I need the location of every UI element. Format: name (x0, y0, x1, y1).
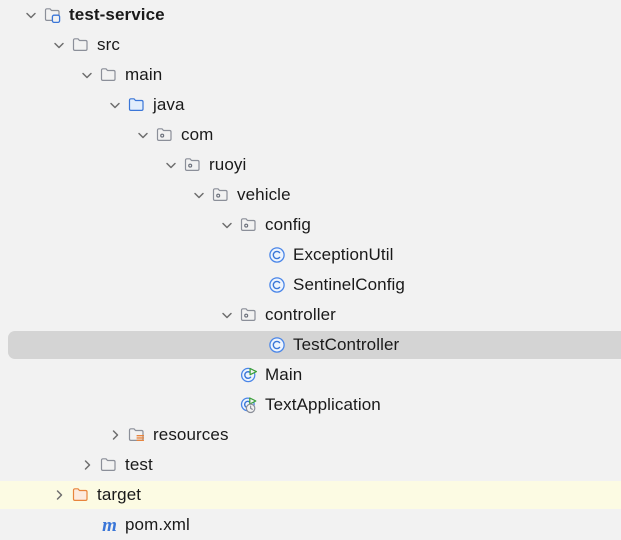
tree-row-content: controller (0, 300, 336, 330)
tree-row[interactable]: m pom.xml (0, 510, 621, 540)
expander-spacer (76, 510, 98, 540)
tree-row-content: SentinelConfig (0, 270, 405, 300)
tree-row-content: ruoyi (0, 150, 246, 180)
maven-pom-icon: m (102, 514, 117, 536)
tree-row-label: ruoyi (209, 155, 247, 174)
tree-row[interactable]: target (0, 480, 621, 510)
tree-row-label: Main (265, 365, 303, 384)
java-class-icon (266, 334, 288, 356)
tree-row-content: TestController (0, 330, 399, 360)
tree-row-content: target (0, 480, 141, 510)
tree-row[interactable]: resources (0, 420, 621, 450)
tree-row[interactable]: Main (0, 360, 621, 390)
expander-spacer (244, 240, 266, 270)
excluded-folder-icon (70, 484, 92, 506)
tree-row-label: SentinelConfig (293, 275, 405, 294)
tree-row-label: vehicle (237, 185, 291, 204)
tree-row-label: java (153, 95, 185, 114)
package-icon (238, 304, 260, 326)
tree-row[interactable]: vehicle (0, 180, 621, 210)
tree-row-content: main (0, 60, 162, 90)
package-icon (154, 124, 176, 146)
expander-spacer (216, 390, 238, 420)
tree-row-content: src (0, 30, 120, 60)
spring-boot-class-runnable-icon (238, 394, 260, 416)
module-folder-icon (42, 4, 64, 26)
tree-row-label: config (265, 215, 311, 234)
tree-row-label: pom.xml (125, 515, 190, 534)
tree-row[interactable]: TestController (0, 330, 621, 360)
folder-icon (98, 64, 120, 86)
tree-row-label: resources (153, 425, 229, 444)
tree-row-content: resources (0, 420, 229, 450)
tree-row-content: ExceptionUtil (0, 240, 394, 270)
tree-row[interactable]: ruoyi (0, 150, 621, 180)
tree-row-content: com (0, 120, 213, 150)
tree-row[interactable]: main (0, 60, 621, 90)
chevron-right-icon[interactable] (76, 450, 98, 480)
chevron-down-icon[interactable] (132, 120, 154, 150)
tree-row[interactable]: com (0, 120, 621, 150)
tree-row-label: test (125, 455, 153, 474)
package-icon (238, 214, 260, 236)
chevron-down-icon[interactable] (216, 300, 238, 330)
tree-row-label: src (97, 35, 120, 54)
sources-root-folder-icon (126, 94, 148, 116)
tree-row-content: vehicle (0, 180, 291, 210)
tree-row-content: m pom.xml (0, 510, 190, 540)
tree-row-label: test-service (69, 5, 165, 24)
tree-row-label: target (97, 485, 142, 504)
tree-row-label: ExceptionUtil (293, 245, 394, 264)
package-icon (210, 184, 232, 206)
row-excluded-highlight (0, 481, 621, 509)
tree-row-content: Main (0, 360, 302, 390)
expander-spacer (216, 360, 238, 390)
folder-icon (98, 454, 120, 476)
chevron-down-icon[interactable] (48, 30, 70, 60)
tree-row[interactable]: TextApplication (0, 390, 621, 420)
chevron-down-icon[interactable] (104, 90, 126, 120)
tree-row-content: config (0, 210, 311, 240)
tree-row[interactable]: test (0, 450, 621, 480)
resources-root-folder-icon (126, 424, 148, 446)
tree-row[interactable]: SentinelConfig (0, 270, 621, 300)
tree-row-label: TestController (293, 335, 400, 354)
java-class-icon (266, 274, 288, 296)
tree-row[interactable]: src (0, 30, 621, 60)
chevron-down-icon[interactable] (216, 210, 238, 240)
chevron-down-icon[interactable] (20, 0, 42, 30)
chevron-down-icon[interactable] (160, 150, 182, 180)
tree-row-content: test (0, 450, 153, 480)
java-class-runnable-icon (238, 364, 260, 386)
tree-row-label: TextApplication (265, 395, 381, 414)
chevron-down-icon[interactable] (188, 180, 210, 210)
tree-row[interactable]: ExceptionUtil (0, 240, 621, 270)
tree-row-label: com (181, 125, 214, 144)
chevron-right-icon[interactable] (48, 480, 70, 510)
tree-row-label: controller (265, 305, 336, 324)
tree-row[interactable]: test-service (0, 0, 621, 30)
tree-row[interactable]: java (0, 90, 621, 120)
tree-row[interactable]: config (0, 210, 621, 240)
chevron-down-icon[interactable] (76, 60, 98, 90)
folder-icon (70, 34, 92, 56)
java-class-icon (266, 244, 288, 266)
row-selection-highlight (8, 331, 621, 359)
expander-spacer (244, 270, 266, 300)
tree-row-content: TextApplication (0, 390, 381, 420)
tree-row-content: test-service (0, 0, 165, 30)
chevron-right-icon[interactable] (104, 420, 126, 450)
tree-row[interactable]: controller (0, 300, 621, 330)
package-icon (182, 154, 204, 176)
tree-row-label: main (125, 65, 163, 84)
tree-row-content: java (0, 90, 185, 120)
expander-spacer (244, 330, 266, 360)
